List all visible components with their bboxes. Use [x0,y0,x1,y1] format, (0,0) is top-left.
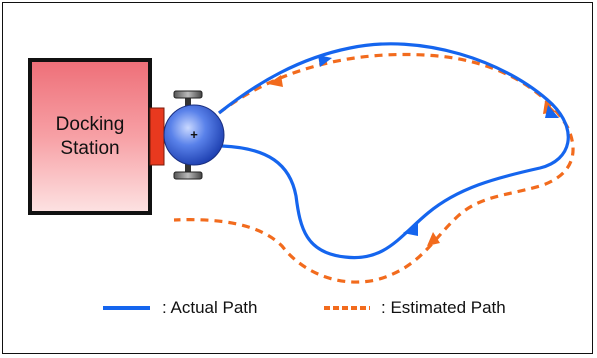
robot-body [163,104,225,166]
dock-connector [149,107,165,166]
docking-station [28,58,152,215]
estimated-path-arrow [268,75,283,87]
actual-path-arrow [545,105,559,118]
actual-path-arrow [318,55,332,67]
robot-wheel-top [173,90,203,106]
robot-wheel-bottom [173,164,203,180]
robot-center-marker: + [190,127,198,142]
legend-estimated-label: : Estimated Path [381,298,506,317]
estimated-path [173,52,575,284]
docking-station-label: Docking Station [55,113,125,159]
actual-path-arrow [403,222,418,236]
estimated-path-arrow [427,232,440,246]
actual-path [218,42,570,260]
legend-actual-label: : Actual Path [162,298,258,317]
